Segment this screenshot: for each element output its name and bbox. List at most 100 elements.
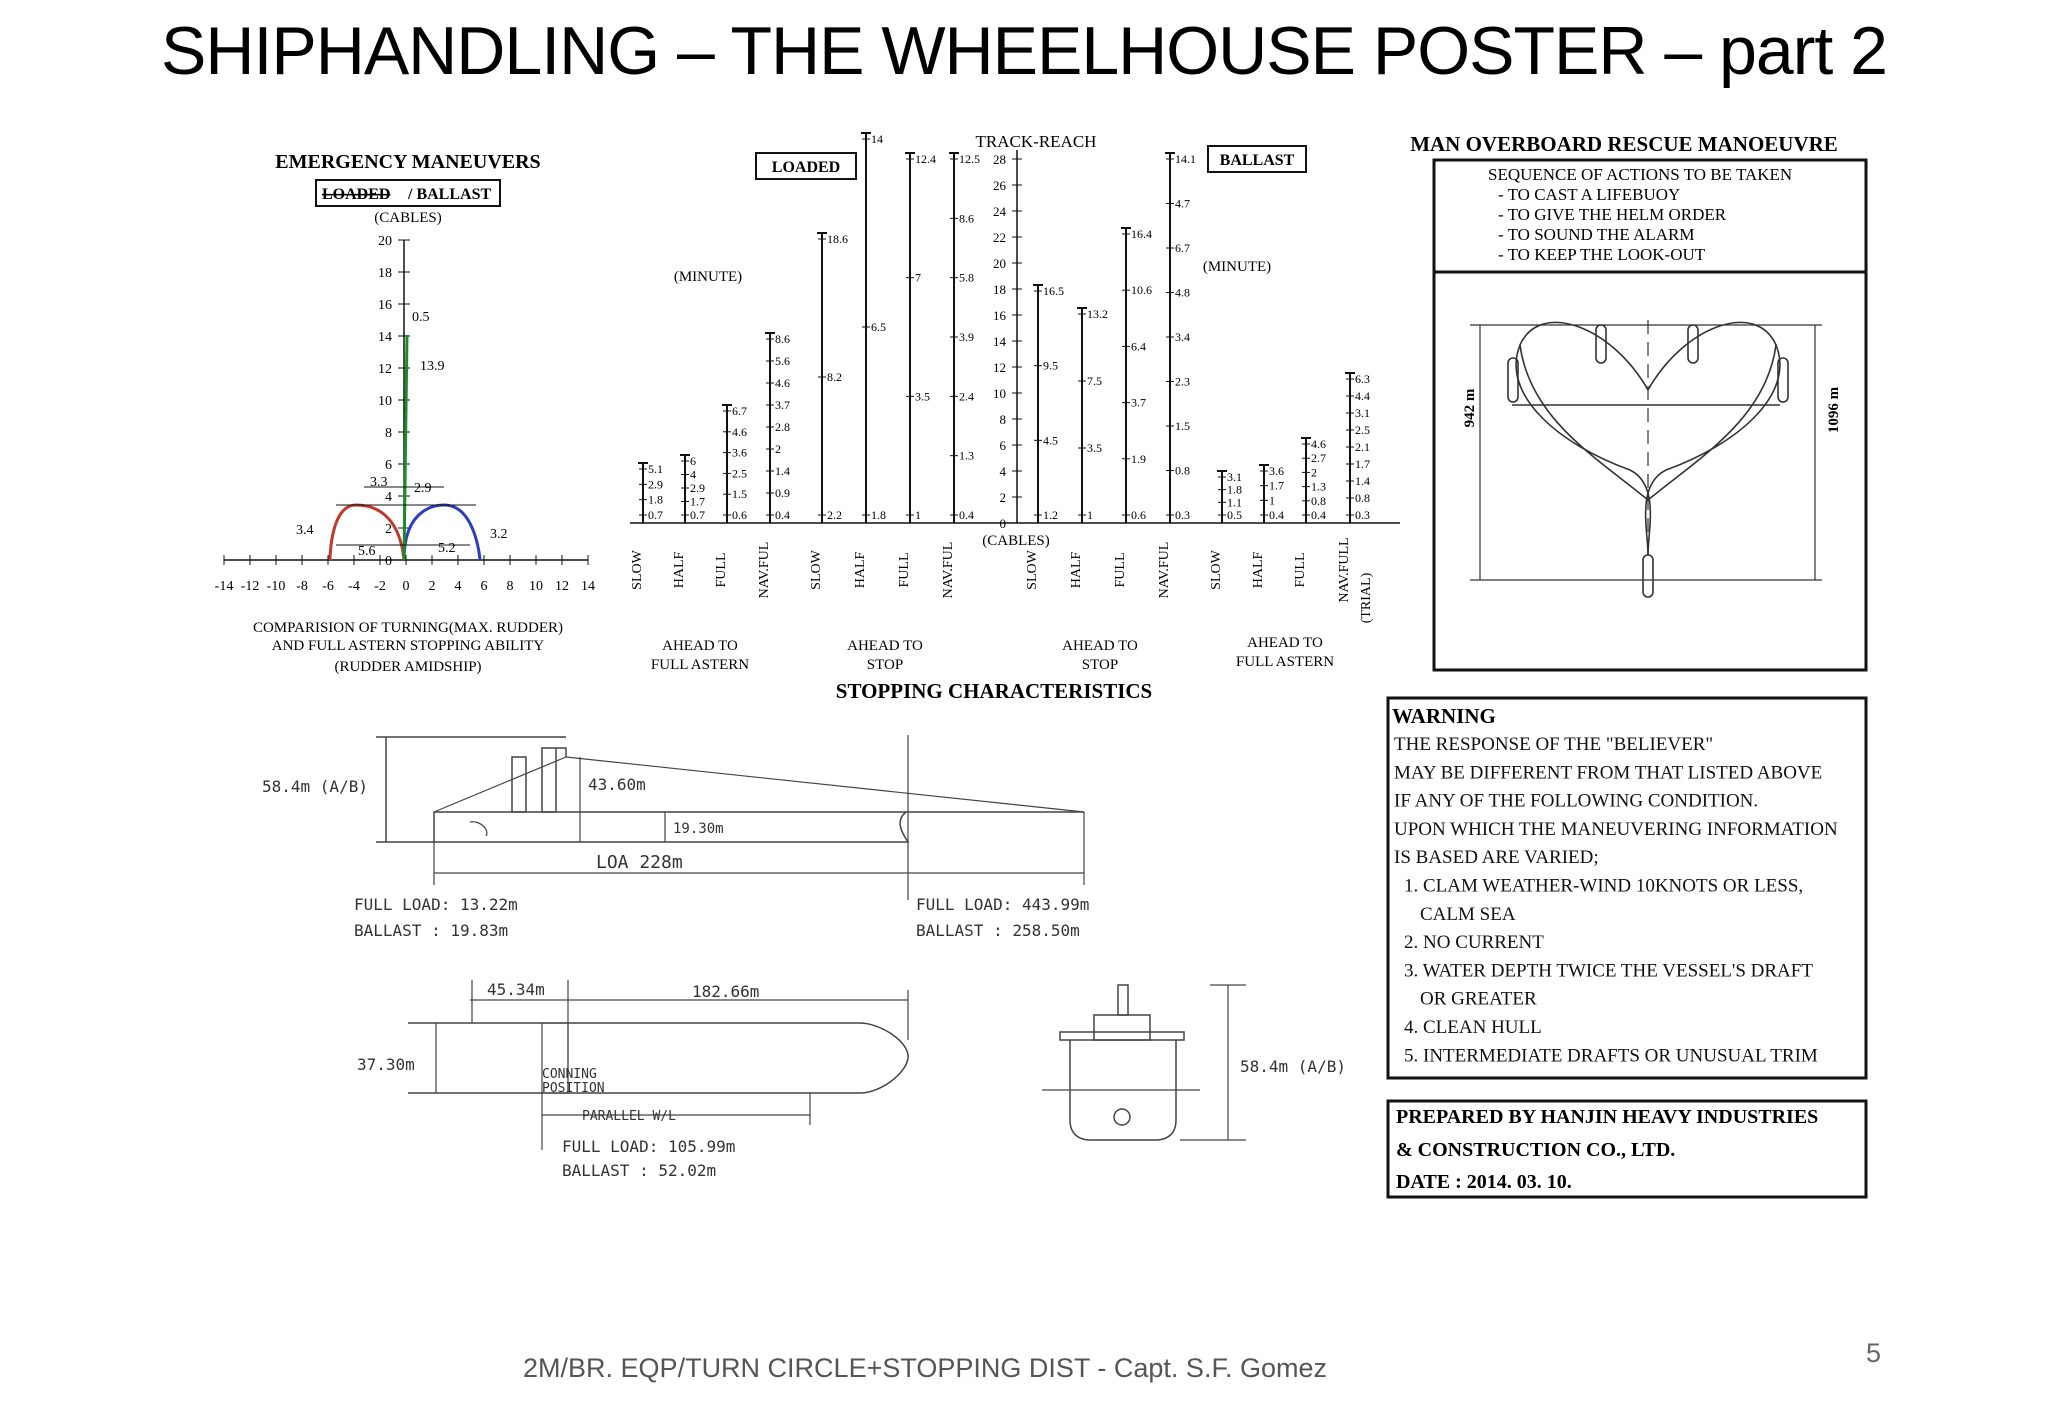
bar-value-label: 2.8 (775, 420, 790, 434)
minute-label-right: (MINUTE) (1203, 259, 1271, 275)
group-label-line-2: STOP (1082, 657, 1118, 673)
front-mast (1117, 984, 1129, 1016)
minute-label-left: (MINUTE) (674, 269, 742, 285)
prepared-panel: PREPARED BY HANJIN HEAVY INDUSTRIES & CO… (1386, 1099, 1868, 1199)
mob-path-right (1644, 321, 1781, 556)
bar-value-label: 4.6 (1311, 437, 1326, 451)
bar-value-label: 14 (871, 132, 883, 146)
ship-profile (376, 735, 1085, 900)
x-tick-label: -14 (215, 579, 234, 594)
warning-box (1386, 696, 1868, 1080)
value-transfer-left: 3.3 (370, 475, 388, 490)
bar-value-label: 2.7 (1311, 451, 1326, 465)
bar-name: HALF (853, 552, 868, 589)
bar-value-label: 13.2 (1087, 307, 1108, 321)
bar-value-label: 1 (915, 508, 921, 522)
warning-line: 3. WATER DEPTH TWICE THE VESSEL'S DRAFT (1404, 960, 1813, 981)
parallel-wl-label: PARALLEL W/L (582, 1109, 676, 1124)
reach-tick-label: 8 (1000, 412, 1007, 427)
bar-value-label: 1.7 (690, 495, 705, 509)
x-tick-label: -10 (267, 579, 286, 594)
ship-plan-labels: 45.34m 182.66m 37.30m CONNING POSITION P… (357, 980, 759, 1180)
mast (556, 747, 567, 757)
bar-value-label: 0.5 (1227, 508, 1242, 522)
bar-name: NAV.FUL (941, 542, 956, 599)
bridge-block (541, 1022, 569, 1094)
loa-label: LOA 228m (596, 852, 683, 873)
bar-value-label: 2.4 (959, 389, 974, 403)
ship-symbol-2 (1687, 324, 1699, 364)
bar-value-label: 3.1 (1227, 470, 1242, 484)
warning-line: UPON WHICH THE MANEUVERING INFORMATION (1394, 819, 1838, 840)
bar-value-label: 0.7 (690, 508, 705, 522)
bar-name: NAV.FUL (1157, 542, 1172, 599)
warning-line: 2. NO CURRENT (1404, 932, 1544, 953)
bar-value-label: 4.6 (732, 425, 747, 439)
stopping-loaded-label: LOADED (772, 159, 840, 176)
bar-value-label: 1.7 (1355, 457, 1370, 471)
propeller-icon (1113, 1108, 1131, 1126)
caption-line-1: COMPARISION OF TURNING(MAX. RUDDER) (253, 620, 563, 636)
stopping-characteristics-panel: LOADED BALLAST TRACK-REACH (MINUTE) (MIN… (630, 132, 1400, 703)
caption-line-3: (RUDDER AMIDSHIP) (334, 659, 481, 675)
bar-value-label: 4.6 (775, 376, 790, 390)
warning-line: 4. CLEAN HULL (1404, 1017, 1542, 1038)
warning-line: CALM SEA (1420, 904, 1516, 925)
x-tick-label: -12 (241, 579, 260, 594)
mob-line-2: - TO CAST A LIFEBUOY (1498, 185, 1680, 204)
williamson-turn-diagram (1470, 320, 1822, 598)
stopping-heading: STOPPING CHARACTERISTICS (836, 679, 1152, 703)
bar-value-label: 0.8 (1175, 464, 1190, 478)
bar-name: SLOW (630, 549, 645, 589)
blind-ballast-label: BALLAST : 19.83m (354, 921, 508, 940)
bar-value-label: 2 (775, 442, 781, 456)
bar-value-label: 6 (690, 454, 696, 468)
bar-value-label: 7.5 (1087, 374, 1102, 388)
value-final-left: 5.6 (358, 544, 376, 559)
reach-tick-label: 6 (1000, 438, 1007, 453)
bar-value-label: 0.9 (775, 486, 790, 500)
reach-tick-label: 4 (1000, 464, 1007, 479)
bar-name: FULL (714, 553, 729, 588)
bar-value-label: 2.1 (1355, 440, 1370, 454)
bar-value-label: 0.4 (1311, 508, 1326, 522)
bar-value-label: 0.4 (775, 508, 790, 522)
bar-value-label: 2.9 (690, 481, 705, 495)
reach-tick-label: 20 (993, 256, 1006, 271)
bar-value-label: 1.2 (1043, 508, 1058, 522)
x-tick-label: -4 (348, 579, 360, 594)
dim-182-label: 182.66m (692, 982, 759, 1001)
bar-value-label: 0.8 (1355, 491, 1370, 505)
ship-symbol-5 (1642, 554, 1654, 598)
bar-value-label: 1.8 (648, 493, 663, 507)
dim-45-label: 45.34m (487, 980, 545, 999)
reach-tick-label: 12 (993, 360, 1006, 375)
y-tick-label: 16 (378, 298, 392, 313)
bar-value-label: 1.5 (1175, 419, 1190, 433)
front-bridge (1093, 1014, 1151, 1041)
bar-value-label: 2.9 (648, 477, 663, 491)
mob-path-left (1515, 321, 1652, 556)
bar-value-label: 3.5 (915, 389, 930, 403)
bar-value-label: 6.7 (1175, 241, 1190, 255)
ship-symbol-1 (1595, 324, 1607, 364)
mob-heading: MAN OVERBOARD RESCUE MANOEUVRE (1410, 132, 1838, 156)
funnel-2 (541, 747, 557, 813)
trial-label: (TRIAL) (1359, 572, 1374, 623)
blind-full-label: FULL LOAD: 13.22m (354, 895, 518, 914)
bar-value-label: 6.3 (1355, 372, 1370, 386)
bar-value-label: 4.8 (1175, 286, 1190, 300)
bar-value-label: 1.3 (1311, 480, 1326, 494)
warning-line: IF ANY OF THE FOLLOWING CONDITION. (1394, 791, 1758, 812)
bar-value-label: 1.7 (1269, 479, 1284, 493)
page-number: 5 (1866, 1338, 1882, 1368)
bar-value-label: 1.1 (1227, 495, 1242, 509)
reach-tick-label: 2 (1000, 490, 1007, 505)
bar-value-label: 9.5 (1043, 359, 1058, 373)
bar-value-label: 4 (690, 468, 696, 482)
front-wings (1059, 1031, 1185, 1041)
y-tick-label: 18 (378, 266, 392, 281)
